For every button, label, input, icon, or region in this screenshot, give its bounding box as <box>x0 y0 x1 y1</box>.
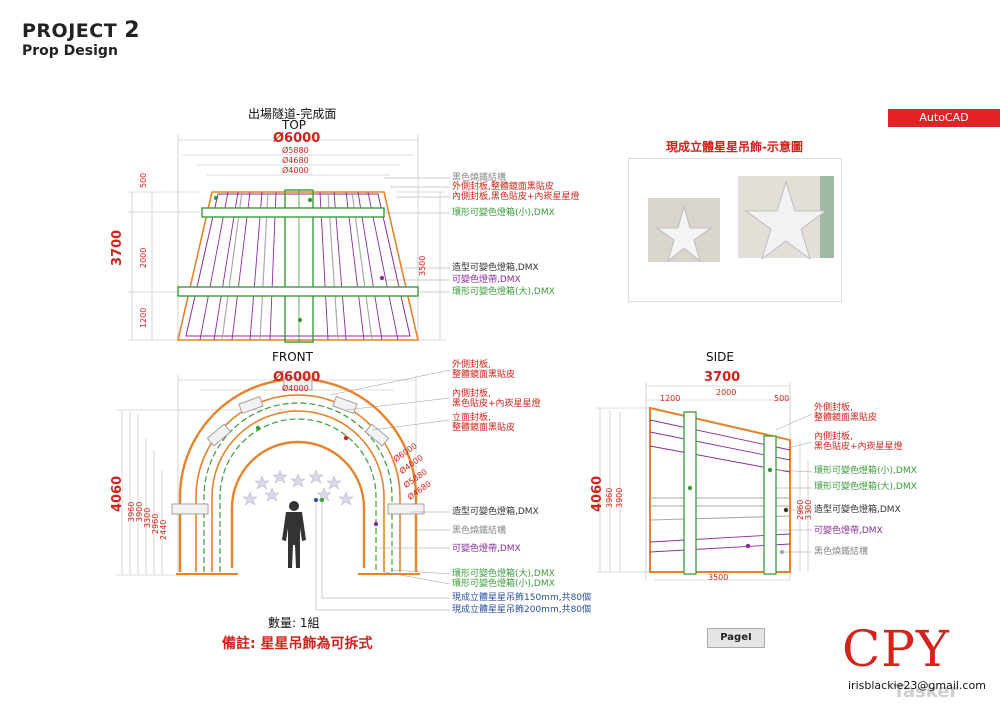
front-left-overall: 4060 <box>110 475 125 512</box>
top-left-c: 1200 <box>139 307 148 328</box>
front-ann-10: 環形可變色燈箱(大),DMX <box>452 569 555 579</box>
front-ann-6: 整體鏡面黑貼皮 <box>452 423 516 433</box>
front-ann-9: 可變色燈帶,DMX <box>452 544 521 554</box>
contact-email: irisblackie23@gmail.com <box>848 679 986 692</box>
top-ann-1: 黑色燒鐵結構 <box>452 173 507 183</box>
removable-note: 備註: 星星吊飾為可拆式 <box>222 636 373 652</box>
top-ann-4: 環形可變色燈箱(小),DMX <box>452 208 555 218</box>
project-word: PROJECT <box>22 20 118 42</box>
side-top-part-3: 500 <box>774 394 790 403</box>
front-ann-5: 立面封板, <box>452 413 491 423</box>
side-ann-9: 黑色燒鐵結構 <box>814 547 869 557</box>
side-bottom-dim: 3500 <box>708 573 729 582</box>
project-number: 2 <box>124 18 141 43</box>
top-dia-3: Ø4000 <box>282 166 309 175</box>
top-ann-7: 環形可變色燈箱(大),DMX <box>452 287 555 297</box>
side-ann-2: 整體鏡面黑貼皮 <box>814 413 878 423</box>
top-view-drawing <box>128 134 450 343</box>
front-ann-12: 現成立體星星吊飾150mm,共80個 <box>452 593 592 603</box>
top-view-heading: 出場隧道-完成面 <box>248 107 337 121</box>
top-view-title: TOP <box>282 118 307 132</box>
reference-caption-2: 20CM 銀色鐵藝五角星 <box>742 260 824 269</box>
top-dia-2: Ø4680 <box>282 156 309 165</box>
project-label: PROJECT 2 <box>22 18 140 43</box>
front-dia-main: Ø6000 <box>273 370 321 385</box>
front-ann-11: 環形可變色燈箱(小),DMX <box>452 579 555 589</box>
project-subtitle: Prop Design <box>22 43 118 59</box>
side-top-part-1: 1200 <box>660 394 681 403</box>
side-left-a: 3960 <box>605 487 614 508</box>
cpy-logo: CPY <box>842 620 950 678</box>
autocad-badge: AutoCAD <box>888 109 1000 127</box>
side-top-dim: 3700 <box>704 370 741 385</box>
tasker-watermark: Tasker <box>893 681 959 702</box>
reference-title: 現成立體星星吊飾-示意圖 <box>666 140 803 154</box>
front-ann-2: 整體鏡面黑貼皮 <box>452 370 516 380</box>
top-right-dim: 3500 <box>418 255 427 276</box>
side-ann-1: 外側封板, <box>814 403 853 413</box>
top-ann-6: 可變色燈帶,DMX <box>452 275 521 285</box>
front-ann-4: 黑色貼皮+內崁星星燈 <box>452 399 541 409</box>
side-ann-8: 可變色燈帶,DMX <box>814 526 883 536</box>
side-ann-3: 內側封板, <box>814 432 853 442</box>
top-left-overall: 3700 <box>110 229 125 266</box>
reference-caption-1: 15CM 銀色鐵藝五角星 <box>650 265 711 272</box>
quantity-label: 數量: 1組 <box>268 616 320 630</box>
front-ann-13: 現成立體星星吊飾200mm,共80個 <box>452 605 592 615</box>
side-ann-5: 環形可變色燈箱(小),DMX <box>814 466 917 476</box>
front-ann-1: 外側封板, <box>452 360 491 370</box>
top-ann-5: 造型可變色燈箱,DMX <box>452 263 539 273</box>
human-silhouette-icon <box>282 501 306 568</box>
front-ann-7: 造型可變色燈箱,DMX <box>452 507 539 517</box>
front-ann-8: 黑色燒鐵結構 <box>452 526 507 536</box>
side-ann-7: 造型可變色燈箱,DMX <box>814 505 901 515</box>
side-left-overall: 4060 <box>590 475 605 512</box>
front-dia-inner: Ø4000 <box>282 384 309 393</box>
top-left-b: 2000 <box>139 247 148 268</box>
top-ann-3: 內側封板,黑色貼皮+內崁星星燈 <box>452 192 580 202</box>
front-left-d5: 2440 <box>159 519 168 540</box>
top-dia-1: Ø5880 <box>282 146 309 155</box>
side-view-drawing <box>596 382 813 581</box>
side-right-dim-2: 3300 <box>804 499 813 520</box>
top-left-a: 500 <box>139 172 148 188</box>
front-view-title: FRONT <box>272 350 313 364</box>
top-dia-main: Ø6000 <box>273 131 321 146</box>
side-left-b: 3900 <box>615 487 624 508</box>
reference-panel <box>628 158 842 302</box>
page-label: PageI <box>707 628 765 648</box>
side-view-title: SIDE <box>706 350 734 364</box>
top-ann-2: 外側封板,整體鏡面黑貼皮 <box>452 182 554 192</box>
side-top-part-2: 2000 <box>716 388 737 397</box>
side-ann-4: 黑色貼皮+內崁星星燈 <box>814 442 903 452</box>
side-ann-6: 環形可變色燈箱(大),DMX <box>814 482 917 492</box>
front-view-drawing <box>116 369 451 611</box>
front-ann-3: 內側封板, <box>452 389 491 399</box>
